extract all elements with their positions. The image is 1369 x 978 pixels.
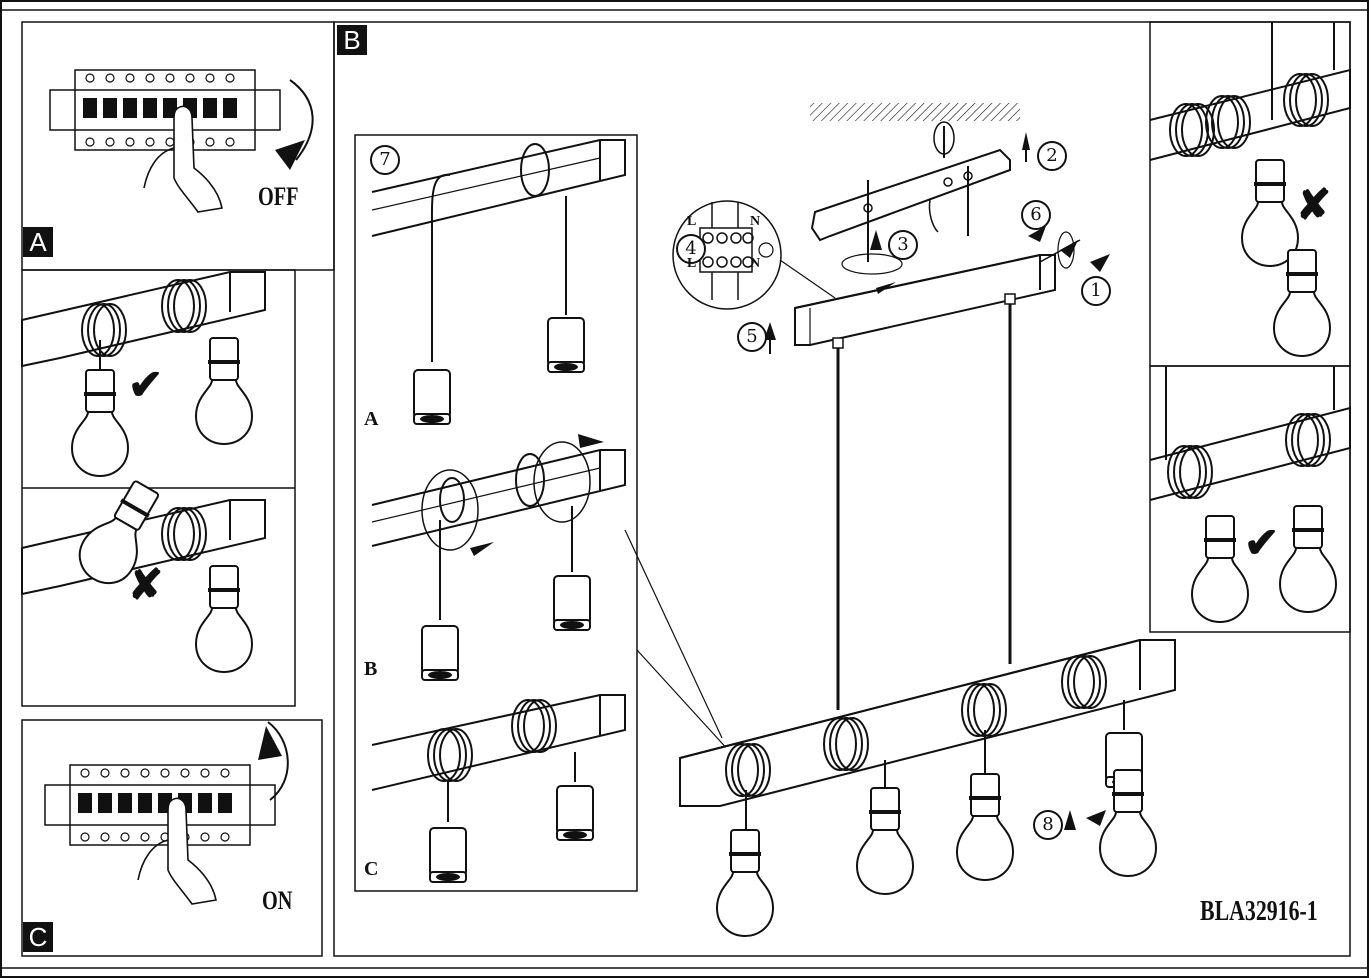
- wrong-mark-icon: ✘: [128, 563, 164, 609]
- step-2-badge: 2: [1037, 141, 1067, 171]
- step-3-badge: 3: [888, 230, 918, 260]
- off-label: OFF: [258, 182, 299, 211]
- step-6-badge: 6: [1021, 200, 1051, 230]
- step-4-badge: 4: [676, 234, 706, 264]
- panel-a-frame: [21, 21, 335, 271]
- panel-c-letter: C: [23, 922, 53, 952]
- panel-socket-mount-examples: [21, 269, 296, 707]
- correct-mark-right-icon: ✔: [1244, 521, 1280, 567]
- step-8-badge: 8: [1033, 810, 1063, 840]
- main-assembly: [672, 103, 1176, 937]
- panel-b-frame: [333, 21, 1351, 957]
- cable-detail-panel: [354, 134, 731, 892]
- wrong-mark-right-icon: ✘: [1296, 183, 1332, 229]
- panel-b-letter: B: [337, 25, 367, 55]
- terminal-live-label: L: [687, 214, 697, 229]
- terminal-live-lower-label: L: [687, 256, 697, 271]
- panel-a-letter: A: [23, 227, 53, 257]
- step-1-badge: 1: [1081, 276, 1111, 306]
- panel-c-frame: [21, 719, 323, 957]
- variant-b-label: B: [364, 658, 378, 680]
- terminal-neutral-label: N: [750, 214, 761, 229]
- terminal-neutral-lower-label: N: [750, 256, 761, 271]
- ceiling-hatch: [810, 103, 1020, 121]
- product-code: BLA32916-1: [1200, 896, 1318, 927]
- variant-a-label: A: [364, 408, 379, 430]
- variant-c-label: C: [364, 858, 379, 880]
- on-label: ON: [262, 886, 293, 915]
- step-7-badge: 7: [370, 145, 400, 175]
- step-5-badge: 5: [737, 322, 767, 352]
- correct-mark-icon: ✔: [128, 363, 164, 409]
- panel-mount-examples-right: [1149, 21, 1351, 633]
